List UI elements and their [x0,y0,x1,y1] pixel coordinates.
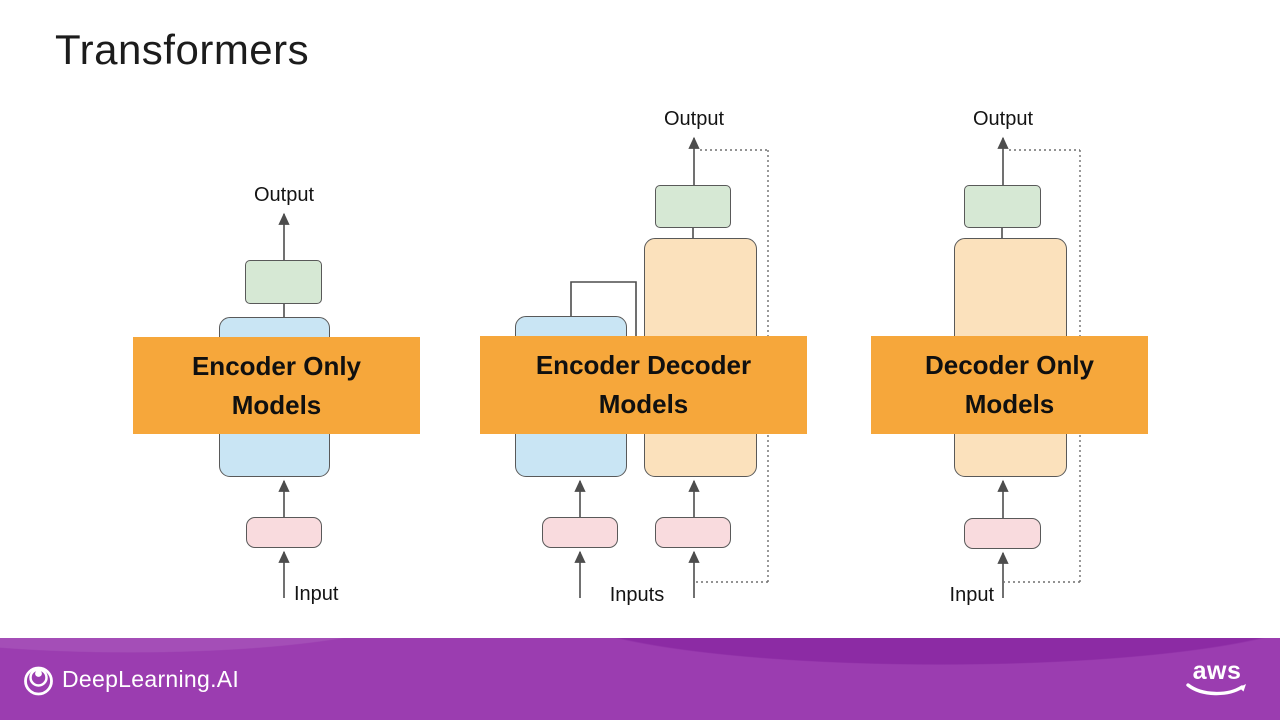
embedding-block [655,517,731,548]
head-block [245,260,322,304]
encoder-only-banner: Encoder Only Models [133,337,420,434]
banner-line: Models [964,389,1055,419]
deeplearning-ai-logo: DeepLearning.AI [22,662,239,697]
embedding-block [964,518,1041,549]
banner-line: Encoder Only [191,350,362,381]
embedding-block [542,517,618,548]
brand-name: DeepLearning.AI [62,665,240,692]
input-label: Inputs [609,584,665,606]
aws-logo: aws [1184,659,1250,699]
output-label: Output [972,108,1034,130]
page-title: Transformers [55,26,310,73]
banner-line: Models [598,389,689,419]
footer: DeepLearning.AI aws [0,638,1280,720]
deeplearning-ai-logo-icon [24,666,53,695]
aws-smile-icon [1186,683,1246,696]
output-label: Output [663,108,725,130]
decoder-only-banner: Decoder Only Models [871,336,1148,434]
encoder-decoder-banner: Encoder Decoder Models [480,336,807,434]
banner-line: Encoder Decoder [535,350,752,380]
banner-line: Decoder Only [924,350,1095,380]
embedding-block [246,517,322,548]
banner-line: Models [231,389,322,420]
aws-wordmark: aws [1192,657,1242,685]
head-block [655,185,731,228]
input-label: Input [294,583,339,605]
output-label: Output [253,184,315,206]
head-block [964,185,1041,228]
input-label: Input [949,584,994,606]
